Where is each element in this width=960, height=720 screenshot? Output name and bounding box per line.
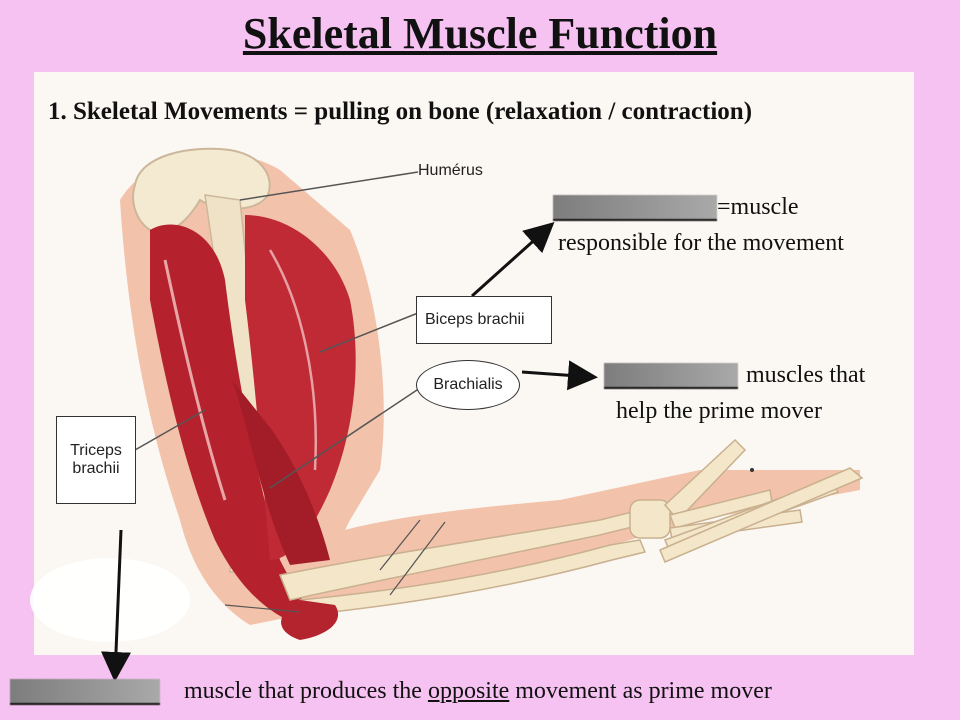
humerus-leader-line	[239, 171, 419, 201]
prime-mover-suffix: =muscle	[717, 194, 799, 220]
prime-mover-blank	[553, 195, 717, 222]
brachialis-leader-line	[269, 387, 421, 489]
prime-mover-arrow	[470, 221, 555, 298]
antagonist-text-after: movement as prime mover	[509, 678, 772, 704]
synergist-arrow	[521, 360, 598, 391]
biceps-label: Biceps brachii	[425, 311, 525, 328]
synergist-definition-line1: muscles that	[604, 362, 866, 390]
biceps-label-box: Biceps brachii	[416, 296, 552, 344]
antagonist-text-before: muscle that produces the	[184, 678, 428, 704]
biceps-leader-line	[319, 312, 419, 353]
prime-mover-definition-line2: responsible for the movement	[558, 230, 844, 256]
antagonist-arrow	[100, 529, 131, 682]
humerus-label: Humérus	[418, 162, 483, 179]
prime-mover-definition-line1: =muscle	[553, 194, 799, 222]
triceps-leader-line	[134, 409, 206, 451]
triceps-label-line2: brachii	[72, 460, 120, 477]
triceps-label-box: Triceps brachii	[56, 416, 136, 504]
brachialis-label-oval: Brachialis	[416, 360, 520, 410]
antagonist-blank	[10, 679, 160, 706]
slide-title: Skeletal Muscle Function	[242, 9, 718, 58]
synergist-blank	[604, 363, 738, 390]
brachialis-label: Brachialis	[433, 376, 503, 393]
synergist-definition-line2: help the prime mover	[616, 398, 822, 424]
slide-subtitle: 1. Skeletal Movements = pulling on bone …	[48, 98, 753, 125]
synergist-suffix: muscles that	[746, 362, 866, 388]
antagonist-text-emphasis: opposite	[427, 678, 510, 704]
antagonist-definition: muscle that produces the opposite moveme…	[10, 678, 772, 706]
triceps-label-line1: Triceps	[70, 442, 122, 459]
